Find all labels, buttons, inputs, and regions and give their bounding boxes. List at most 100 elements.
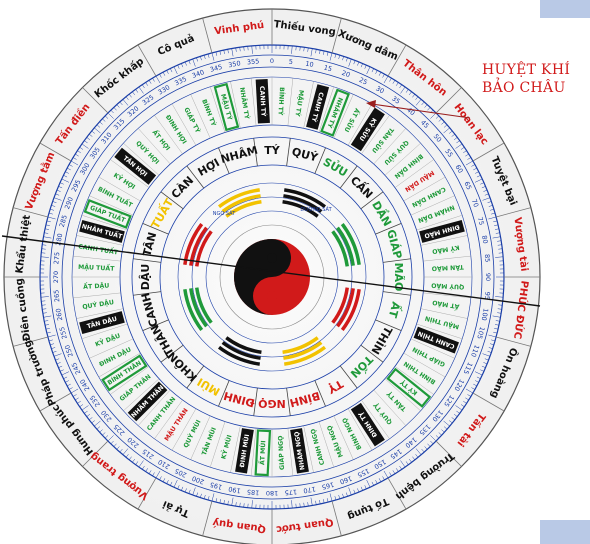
divider-line <box>13 207 49 218</box>
divider-line <box>420 308 468 319</box>
degree-tick <box>45 224 50 226</box>
degree-tick <box>48 339 53 342</box>
degree-tick <box>334 496 337 501</box>
sixty-ring-label: TÂN MÃO <box>432 263 465 274</box>
divider-line <box>218 147 230 174</box>
degree-tick <box>45 328 50 330</box>
highlight-cell <box>127 381 168 422</box>
sixty-ring-label: GIÁP NGỌ <box>275 435 286 470</box>
degree-label: 165 <box>321 480 335 491</box>
trigram-bar <box>283 194 323 213</box>
degree-tick <box>211 52 215 61</box>
sixty-ring-label: ẤT MÙI <box>256 440 267 465</box>
degree-tick <box>453 414 458 417</box>
divider-line <box>435 440 462 467</box>
degree-tick <box>497 308 502 310</box>
degree-tick <box>43 236 52 239</box>
highlight-cell <box>254 429 272 477</box>
divider-line <box>360 344 384 363</box>
degree-label: 180 <box>266 489 278 497</box>
degree-tick <box>107 435 114 442</box>
sixty-ring-label: QUÝ MÃO <box>431 281 465 292</box>
trigram-bar <box>283 188 327 209</box>
degree-tick <box>455 405 463 411</box>
degree-tick <box>451 417 455 421</box>
degree-tick <box>196 492 199 497</box>
degree-tick <box>310 497 313 506</box>
degree-tick <box>155 470 161 479</box>
degree-tick <box>55 193 60 196</box>
degree-tick <box>231 497 234 506</box>
degree-label: 170 <box>303 485 317 495</box>
degree-label: 265 <box>52 289 61 302</box>
degree-tick <box>415 99 422 106</box>
degree-tick <box>329 52 333 61</box>
divider-line <box>410 195 455 216</box>
degree-tick <box>223 50 225 55</box>
divider-line <box>375 223 402 235</box>
divider-line <box>89 195 134 216</box>
degree-tick <box>357 61 360 66</box>
degree-tick <box>465 388 474 394</box>
degree-label: 95 <box>483 291 492 300</box>
degree-tick <box>215 498 218 503</box>
degree-tick <box>142 84 145 89</box>
trigram-bar <box>282 336 319 354</box>
highlight-cell <box>290 428 309 474</box>
degree-tick <box>430 435 437 442</box>
degree-tick <box>231 48 234 57</box>
degree-tick <box>497 244 502 246</box>
divider-line <box>39 392 72 412</box>
divider-line <box>384 378 421 411</box>
degree-tick <box>342 56 344 61</box>
degree-label: 355 <box>247 57 260 66</box>
degree-tick <box>155 75 161 84</box>
divider-line <box>190 94 211 139</box>
divider-line <box>171 103 197 146</box>
degree-tick <box>484 193 489 196</box>
degree-tick <box>99 121 103 125</box>
divider-line <box>382 258 411 263</box>
degree-tick <box>46 331 51 334</box>
degree-tick <box>44 232 49 234</box>
slide-corner-accent-bottom <box>540 520 590 544</box>
ring-circle <box>159 164 385 390</box>
divider-line <box>154 115 183 155</box>
divider-line <box>286 138 291 167</box>
degree-tick <box>415 96 419 100</box>
degree-tick <box>94 420 101 427</box>
degree-tick <box>135 461 139 465</box>
divider-line <box>138 128 171 165</box>
degree-tick <box>383 470 389 479</box>
divider-line <box>361 399 390 439</box>
mountain-label: TÂN <box>140 231 159 258</box>
sixty-ring-label: BÍNH TÝ <box>276 87 286 116</box>
trigram-bar <box>195 230 213 267</box>
degree-tick <box>460 404 465 407</box>
degree-tick <box>342 493 344 498</box>
degree-tick <box>476 175 481 178</box>
divider-line <box>286 387 291 416</box>
divider-line <box>230 425 241 473</box>
degree-tick <box>303 502 305 507</box>
degree-tick <box>128 94 132 98</box>
degree-tick <box>166 480 169 484</box>
divider-line <box>423 292 471 299</box>
degree-tick <box>113 443 117 447</box>
divider-line <box>73 292 121 299</box>
divider-line <box>160 344 184 363</box>
degree-tick <box>45 228 50 230</box>
trigram-bar <box>217 345 261 366</box>
degree-tick <box>96 426 101 430</box>
degree-tick <box>307 47 309 52</box>
degree-tick <box>405 89 409 93</box>
degree-tick <box>427 107 431 111</box>
sixty-ring-label: CANH TÝ <box>258 86 269 117</box>
degree-label: 25 <box>358 76 369 87</box>
degree-tick <box>135 89 139 93</box>
arrow-head <box>366 100 376 108</box>
degree-tick <box>492 315 501 318</box>
degree-label: 270 <box>52 271 60 283</box>
degree-tick <box>482 353 491 357</box>
divider-line <box>331 500 342 536</box>
